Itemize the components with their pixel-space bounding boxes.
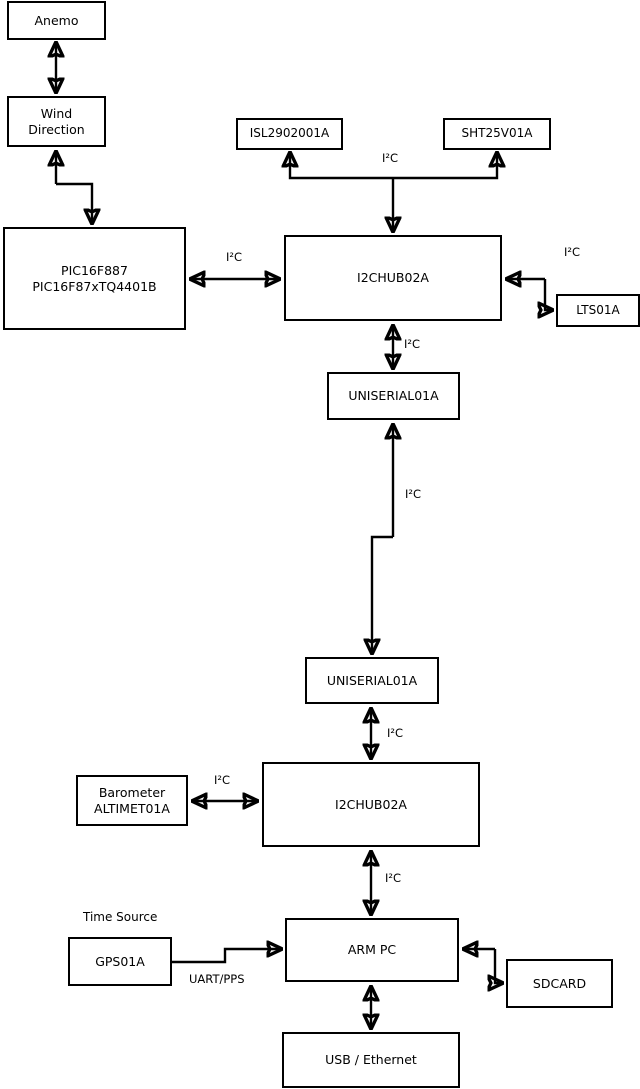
node-barometer-altimet01a[interactable]: Barometer ALTIMET01A (76, 775, 188, 826)
wire-sensorbus-sht (393, 153, 497, 180)
node-isl2902001a[interactable]: ISL2902001A (236, 118, 343, 150)
node-i2chub02a-top[interactable]: I2CHUB02A (284, 235, 502, 321)
node-uniserial01a-bottom[interactable]: UNISERIAL01A (305, 657, 439, 704)
node-uniserial01a-top[interactable]: UNISERIAL01A (327, 372, 460, 420)
node-sht25v01a[interactable]: SHT25V01A (443, 118, 551, 150)
edge-label-uniserial-link-i2c: I²C (405, 487, 422, 501)
edge-label-hub-lts-i2c: I²C (564, 245, 581, 259)
node-anemo[interactable]: Anemo (7, 1, 106, 40)
node-sdcard[interactable]: SDCARD (506, 959, 613, 1008)
node-wind-direction[interactable]: Wind Direction (7, 96, 106, 147)
wire-sensorbus-isl (290, 153, 393, 180)
wire-uniserial-link-down (372, 535, 393, 653)
node-lts01a[interactable]: LTS01A (556, 294, 640, 327)
label-time-source: Time Source (83, 910, 158, 924)
edge-label-hub-uniserial-i2c: I²C (404, 337, 421, 351)
edge-label-sensor-bus-i2c: I²C (382, 151, 399, 165)
wire-hubtop-lts-out (545, 279, 552, 310)
node-arm-pc[interactable]: ARM PC (285, 918, 459, 982)
node-pic-mcu[interactable]: PIC16F887 PIC16F87xTQ4401B (3, 227, 186, 330)
edge-label-hub-armpc-i2c: I²C (385, 871, 402, 885)
wire-gps-armpc (172, 949, 281, 964)
edge-label-gps-uart-pps: UART/PPS (189, 972, 245, 986)
node-gps01a[interactable]: GPS01A (68, 937, 172, 986)
edge-label-uniserial-hub-bottom-i2c: I²C (387, 726, 404, 740)
wire-armpc-sdcard-out (495, 949, 502, 983)
node-usb-ethernet[interactable]: USB / Ethernet (282, 1032, 460, 1088)
edge-label-barometer-i2c: I²C (214, 773, 231, 787)
wire-winddirection-pic-run (56, 182, 92, 223)
node-i2chub02a-bottom[interactable]: I2CHUB02A (262, 762, 480, 847)
edge-label-pic-hub-i2c: I²C (226, 250, 243, 264)
